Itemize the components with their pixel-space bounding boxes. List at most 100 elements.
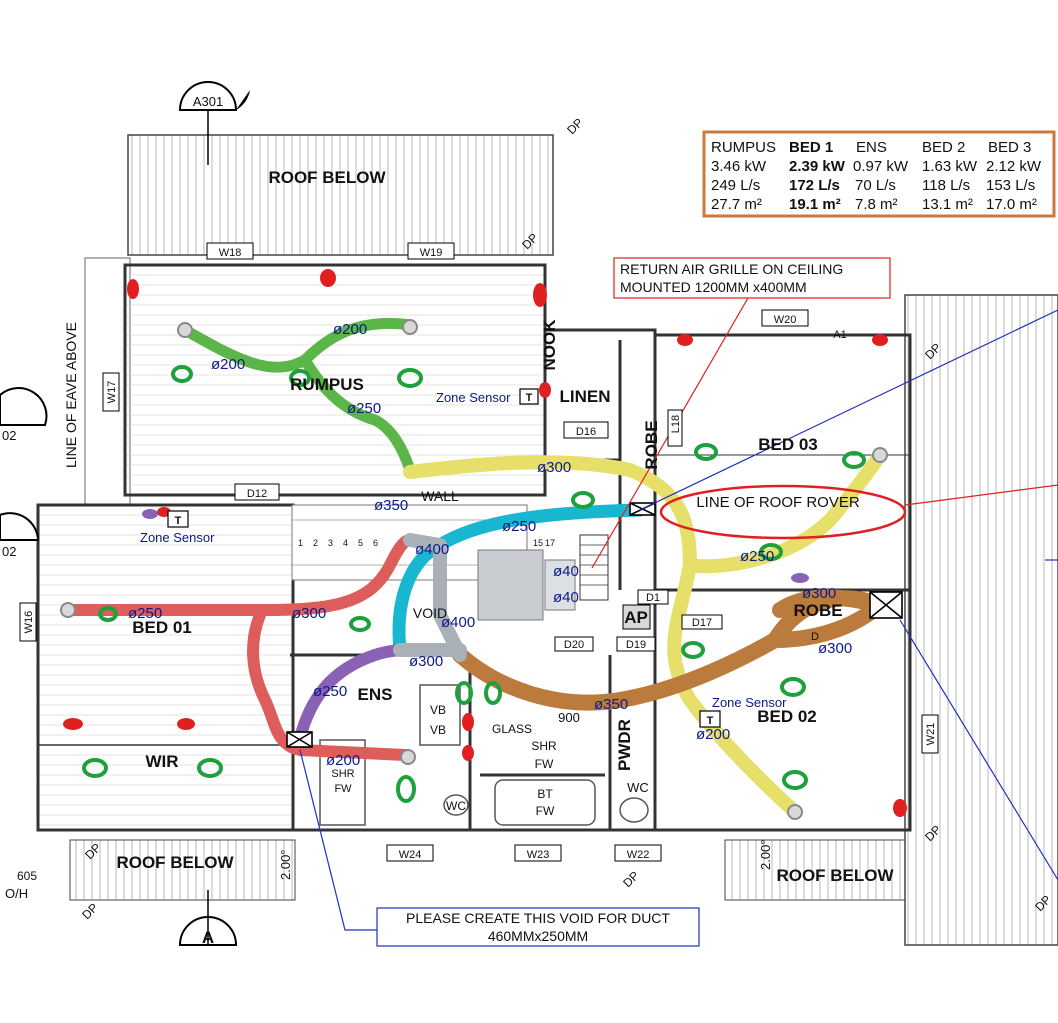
tag-w21: W21	[925, 723, 937, 746]
nook-label: NOOK	[540, 319, 559, 371]
bt-fw-label: FW	[536, 804, 555, 818]
stair-1: 1	[298, 538, 303, 548]
stair-4: 4	[343, 538, 348, 548]
dia-40b: ø40	[553, 589, 579, 606]
load-schedule-table: RUMPUS BED 1 ENS BED 2 BED 3 3.46 kW 2.3…	[702, 130, 1056, 218]
line-of-eave-label: LINE OF EAVE ABOVE	[63, 322, 79, 468]
tag-w23: W23	[527, 849, 550, 861]
dia-r1: ø200	[333, 321, 367, 338]
dia-r2: ø200	[211, 356, 245, 373]
shr-label: SHR	[531, 739, 557, 753]
sched-r2-c2: 172 L/s	[789, 177, 840, 194]
stair-15: 15	[533, 538, 543, 548]
sched-r1-c4: 1.63 kW	[922, 158, 978, 175]
dia-40a: ø40	[553, 563, 579, 580]
bed03-label: BED 03	[758, 435, 818, 454]
dia-r3: ø250	[347, 400, 381, 417]
dp-7: DP	[620, 868, 642, 890]
dia-300b: ø300	[292, 605, 326, 622]
robe-mid-label: ROBE	[642, 420, 661, 469]
tag-w18: W18	[219, 247, 242, 259]
sched-head-rumpus: RUMPUS	[711, 139, 776, 156]
sensor-t-3: T	[707, 715, 714, 727]
sched-head-bed1: BED 1	[789, 139, 833, 156]
tag-d16: D16	[576, 426, 596, 438]
ens-label: ENS	[358, 685, 393, 704]
bt-label: BT	[537, 787, 553, 801]
tag-l18: L18	[670, 415, 682, 433]
stair-2: 2	[313, 538, 318, 548]
deg-right: 2.00°	[758, 839, 773, 870]
dp-6: DP	[79, 900, 101, 922]
tag-d: D	[811, 631, 819, 643]
supply-grilles	[82, 365, 866, 803]
dia-350b: ø350	[594, 696, 628, 713]
wall-label: WALL	[421, 488, 459, 504]
linen-label: LINEN	[560, 387, 611, 406]
ref-a301: A301	[193, 94, 223, 109]
sched-r3-c5: 17.0 m²	[986, 196, 1037, 213]
pwdr-label: PWDR	[615, 719, 634, 771]
dia-250c: ø250	[128, 605, 162, 622]
dp-1: DP	[564, 115, 586, 137]
dia-350: ø350	[374, 497, 408, 514]
dia-200a: ø200	[326, 752, 360, 769]
zone-sensor-label-1: Zone Sensor	[436, 390, 511, 405]
room-labels: ROOF BELOW RUMPUS NOOK LINEN ROBE BED 03…	[2, 94, 894, 947]
wir-label: WIR	[145, 752, 178, 771]
wc-ens-label: WC	[446, 799, 466, 813]
sched-r1-c2: 2.39 kW	[789, 158, 846, 175]
shr-ens-label: SHR	[331, 768, 354, 780]
ref-a: A	[202, 928, 214, 947]
duct-diameter-labels: ø200 ø200 ø250 ø350 ø300 ø250 ø400 ø40 ø…	[128, 321, 852, 769]
tag-d1: D1	[646, 592, 660, 604]
stair-3: 3	[328, 538, 333, 548]
duct-yellow	[403, 448, 887, 819]
bed02-label: BED 02	[757, 707, 817, 726]
tag-d12: D12	[247, 488, 267, 500]
void-note: PLEASE CREATE THIS VOID FOR DUCT 460MMx2…	[376, 907, 700, 947]
sched-r2-c1: 249 L/s	[711, 177, 760, 194]
stair-17: 17	[545, 538, 555, 548]
tag-d17: D17	[692, 617, 712, 629]
dia-400b: ø400	[441, 614, 475, 631]
bed01-label: BED 01	[132, 618, 192, 637]
tag-w24: W24	[399, 849, 422, 861]
void-note-line-2: 460MMx250MM	[488, 928, 588, 944]
fw-ens-label: FW	[334, 783, 352, 795]
roof-below-left-label: ROOF BELOW	[116, 853, 234, 872]
void-note-line-1: PLEASE CREATE THIS VOID FOR DUCT	[406, 910, 670, 926]
dia-300d: ø300	[802, 585, 836, 602]
roof-rover-label: LINE OF ROOF ROVER	[696, 494, 860, 511]
ap-label: AP	[624, 608, 648, 627]
dia-300e: ø300	[818, 640, 852, 657]
tag-w17: W17	[106, 381, 118, 404]
glass-label: GLASS	[492, 722, 532, 736]
duct-terminals	[60, 319, 888, 820]
fw-label: FW	[535, 757, 554, 771]
tag-w16: W16	[23, 611, 35, 634]
ref-02b: 02	[2, 544, 16, 559]
dia-250b: ø250	[740, 548, 774, 565]
sched-head-bed3: BED 3	[988, 139, 1031, 156]
tag-w19: W19	[420, 247, 443, 259]
sensor-t-2: T	[175, 515, 182, 527]
return-air-line-1: RETURN AIR GRILLE ON CEILING	[620, 261, 843, 277]
dia-250d: ø250	[313, 683, 347, 700]
duct-green	[179, 317, 416, 476]
sched-r2-c5: 153 L/s	[986, 177, 1035, 194]
sched-r3-c4: 13.1 m²	[922, 196, 973, 213]
section-markers	[0, 81, 250, 946]
downlights	[63, 269, 907, 817]
ac-unit	[477, 534, 609, 621]
rumpus-label: RUMPUS	[290, 375, 364, 394]
vb2-label: VB	[430, 723, 446, 737]
sched-r2-c4: 118 L/s	[922, 177, 970, 194]
sched-r2-c3: 70 L/s	[855, 177, 896, 194]
purple-markers	[142, 509, 809, 583]
roof-below-right-label: ROOF BELOW	[776, 866, 894, 885]
vb1-label: VB	[430, 703, 446, 717]
void-boxes	[286, 502, 903, 748]
sched-r1-c3: 0.97 kW	[853, 158, 909, 175]
